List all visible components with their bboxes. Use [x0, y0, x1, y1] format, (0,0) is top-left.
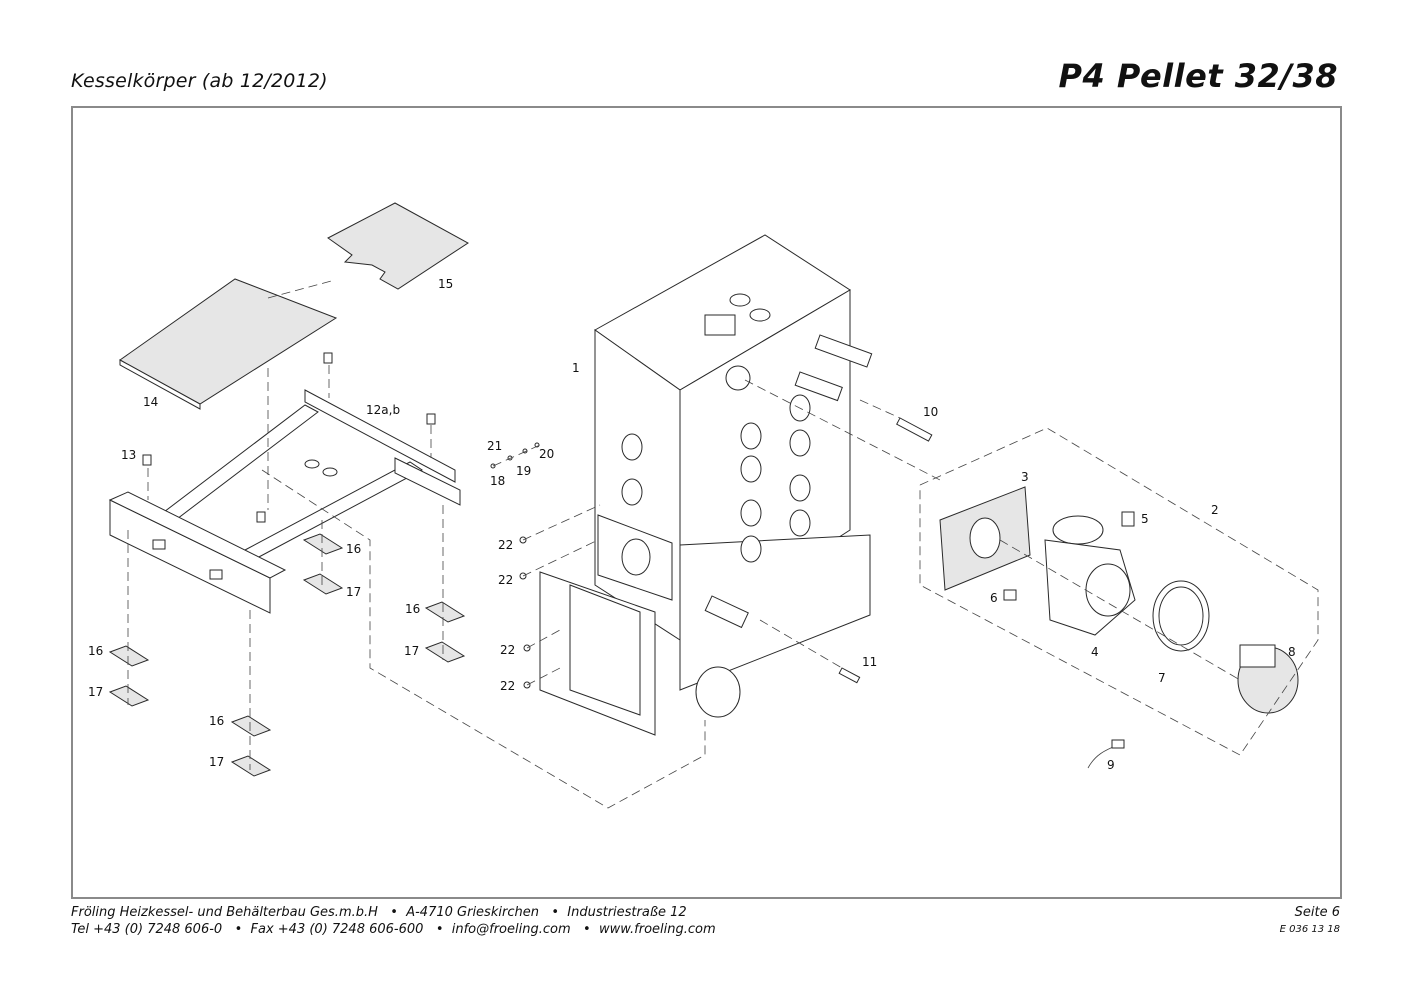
part-7-gasket: [1152, 580, 1210, 652]
callout-5: 5: [1141, 512, 1149, 526]
part-6-sensor: [1003, 589, 1017, 601]
callout-14: 14: [143, 395, 158, 409]
callout-1: 1: [572, 361, 580, 375]
assembly-lines: [127, 279, 1319, 809]
callout-22-c: 22: [500, 643, 515, 657]
callout-2: 2: [1211, 503, 1219, 517]
part-14-lid-plate: [119, 278, 338, 410]
callout-8: 8: [1288, 645, 1296, 659]
callout-11: 11: [862, 655, 877, 669]
callout-22-b: 22: [498, 573, 513, 587]
callout-18: 18: [490, 474, 505, 488]
page-number: Seite 6: [1294, 905, 1340, 920]
document-number: E 036 13 18: [1279, 924, 1340, 935]
part-9-cable: [1087, 739, 1125, 769]
callout-6: 6: [990, 591, 998, 605]
footer-contact: Tel +43 (0) 7248 606-0 • Fax +43 (0) 724…: [71, 922, 716, 937]
part-3-flange-plate: [939, 486, 1031, 591]
footer-address: Fröling Heizkessel- und Behälterbau Ges.…: [71, 905, 687, 920]
fasteners-18-22: [490, 442, 540, 689]
callout-17-left: 17: [88, 685, 103, 699]
callout-16-center: 16: [346, 542, 361, 556]
callout-21: 21: [487, 439, 502, 453]
callout-16-lower: 16: [209, 714, 224, 728]
callout-12ab: 12a,b: [366, 403, 400, 417]
callout-16-right: 16: [405, 602, 420, 616]
callout-19: 19: [516, 464, 531, 478]
callout-9: 9: [1107, 758, 1115, 772]
part-4-fan-housing: [1044, 515, 1136, 636]
pads-16-17: [108, 533, 466, 777]
part-15-cover-plate: [327, 202, 469, 290]
callout-16-left: 16: [88, 644, 103, 658]
drawing-frame: [71, 106, 1342, 899]
callout-3: 3: [1021, 470, 1029, 484]
callout-22-d: 22: [500, 679, 515, 693]
part-8-fan-motor: [1237, 644, 1299, 714]
callout-22-a: 22: [498, 538, 513, 552]
callout-4: 4: [1091, 645, 1099, 659]
callout-15: 15: [438, 277, 453, 291]
callout-7: 7: [1158, 671, 1166, 685]
part-5-fitting: [1121, 511, 1135, 527]
callout-13: 13: [121, 448, 136, 462]
callout-20: 20: [539, 447, 554, 461]
page-subtitle: Kesselkörper (ab 12/2012): [71, 70, 328, 92]
callout-17-lower: 17: [209, 755, 224, 769]
callout-10: 10: [923, 405, 938, 419]
callout-17-right: 17: [404, 644, 419, 658]
feed-box: [539, 514, 749, 736]
spacers-13: [142, 352, 436, 523]
bolts-10-11: [838, 417, 933, 684]
callout-17-center: 17: [346, 585, 361, 599]
page-title: P4 Pellet 32/38: [1058, 57, 1338, 95]
front-rail: [108, 491, 287, 614]
